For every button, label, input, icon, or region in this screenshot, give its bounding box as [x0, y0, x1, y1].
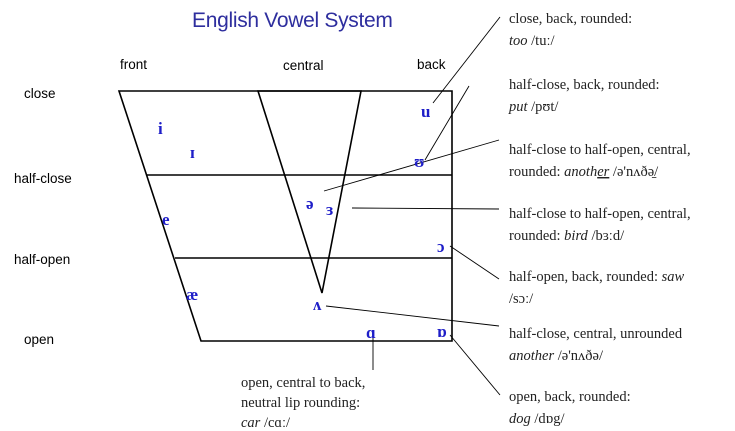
leader-line-bird — [351, 207, 500, 210]
page-title: English Vowel System — [192, 9, 393, 32]
note-put-example: put /pʊt/ — [508, 99, 559, 115]
vowel-symbol-ash: æ — [186, 285, 198, 304]
column-label-central: central — [283, 58, 324, 73]
note-another-schwa: half-close to half-open, central, rounde… — [509, 142, 691, 180]
note-saw-ipa: /sɔː/ — [509, 291, 534, 307]
row-label-close: close — [24, 86, 56, 101]
note-another-schwa-example: rounded: another /ə'nʌðə̠/ — [509, 164, 659, 180]
leader-line-put — [424, 85, 470, 161]
note-too-description: close, back, rounded: — [509, 11, 632, 27]
leader-line-saw — [449, 245, 500, 280]
leader-line-another-schwa — [323, 139, 500, 192]
note-car-description-line2: neutral lip rounding: — [241, 395, 360, 411]
vowel-symbol-reversed-epsilon: ɜ — [326, 200, 333, 219]
note-bird-example: rounded: bird /bɜːd/ — [509, 228, 625, 244]
vowel-symbol-small-capital-i: ɪ — [190, 143, 195, 162]
vowel-symbol-open-o: ɔ — [437, 237, 445, 256]
row-label-open: open — [24, 332, 54, 347]
vowel-symbol-wedge: ʌ — [313, 295, 322, 314]
vowel-symbol-schwa: ə — [306, 194, 314, 213]
note-bird-description: half-close to half-open, central, — [509, 206, 691, 222]
note-dog: open, back, rounded: dog /dɒg/ — [509, 389, 631, 427]
note-dog-description: open, back, rounded: — [509, 389, 631, 405]
column-label-back: back — [417, 57, 446, 72]
vowel-symbol-e: e — [162, 210, 170, 229]
note-another-wedge: half-close, central, unrounded another /… — [509, 326, 683, 364]
leader-line-another-wedge — [325, 305, 500, 327]
note-another-wedge-example: another /ə'nʌðə/ — [509, 348, 604, 364]
note-put: half-close, back, rounded: put /pʊt/ — [508, 77, 660, 115]
note-saw-description: half-open, back, rounded: saw — [509, 269, 685, 285]
note-dog-example: dog /dɒg/ — [509, 411, 565, 427]
vowel-symbol-upsilon: ʊ — [414, 152, 425, 171]
column-label-front: front — [120, 57, 147, 72]
vowel-symbol-turned-script-a: ɒ — [437, 322, 447, 341]
note-another-schwa-description: half-close to half-open, central, — [509, 142, 691, 158]
note-too-example: too /tuː/ — [509, 33, 555, 49]
row-label-half-close: half-close — [14, 171, 72, 186]
note-too: close, back, rounded: too /tuː/ — [509, 11, 632, 49]
vowel-symbol-u: u — [421, 102, 430, 121]
leader-line-dog — [449, 334, 501, 396]
note-saw: half-open, back, rounded: saw /sɔː/ — [509, 269, 685, 307]
row-label-half-open: half-open — [14, 252, 70, 267]
leader-line-too — [432, 16, 501, 104]
vowel-symbol-script-a: ɑ — [366, 323, 376, 342]
note-another-wedge-description: half-close, central, unrounded — [509, 326, 683, 342]
note-car-description-line1: open, central to back, — [241, 375, 365, 391]
note-car-example: car /cɑː/ — [241, 415, 291, 431]
note-bird: half-close to half-open, central, rounde… — [509, 206, 691, 244]
vowel-symbol-i: i — [158, 119, 163, 138]
note-car: open, central to back, neutral lip round… — [241, 375, 365, 431]
central-triangle — [256, 90, 362, 294]
note-put-description: half-close, back, rounded: — [509, 77, 660, 93]
